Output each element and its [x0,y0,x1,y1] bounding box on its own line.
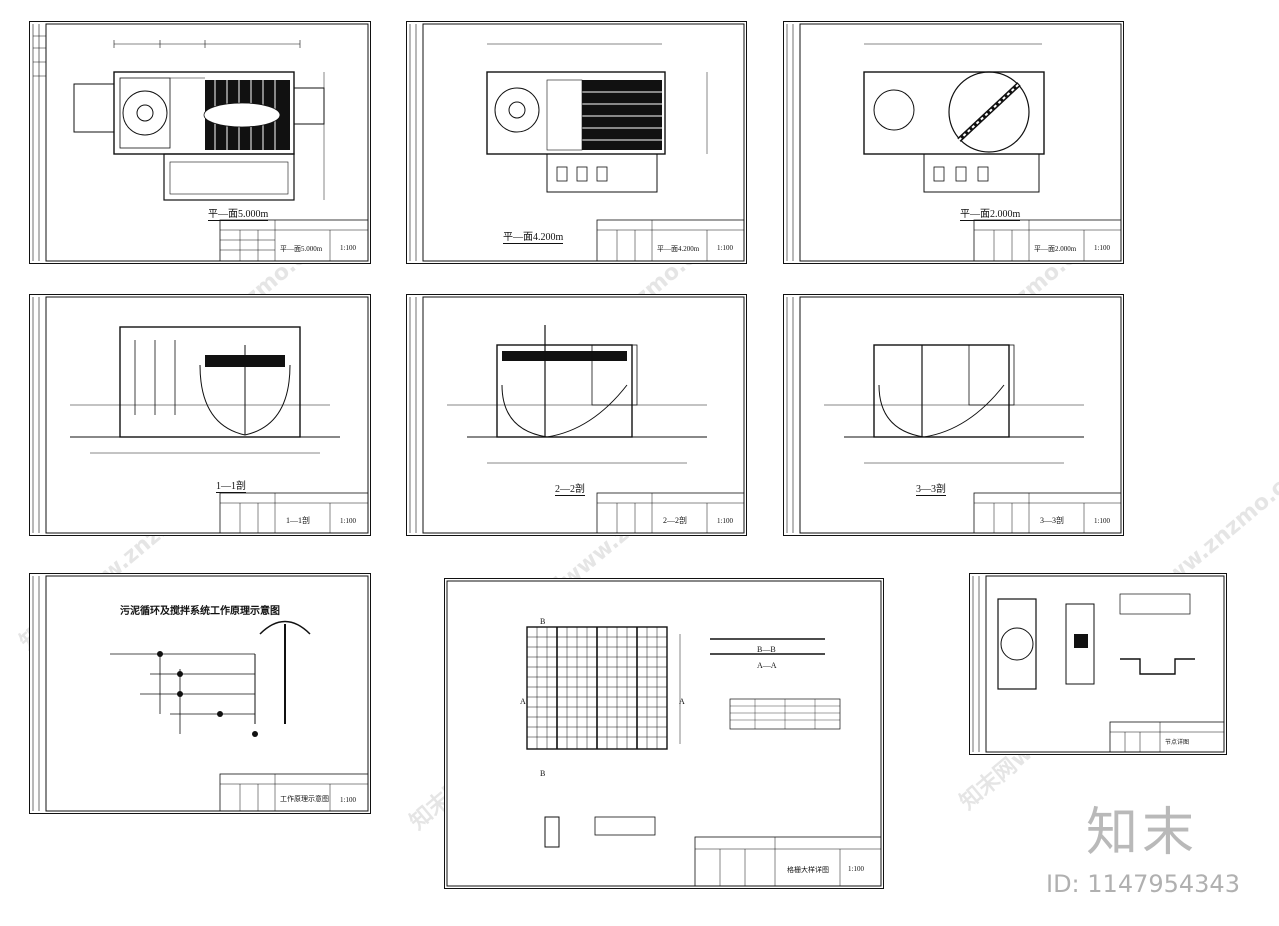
section-3-drawing [786,296,1122,534]
s2-caption: 平—面4.200m [503,228,564,244]
sheet-section-3[interactable]: 3—3剖 3—3剖 1:100 [783,294,1124,536]
s5-caption: 2—2剖 [555,480,585,496]
marker-b-bottom: B [540,769,546,778]
detail-small-drawing [972,575,1225,753]
plan-c-drawing [786,23,1122,262]
sheet-plan-c[interactable]: 平—面2.000m 平—面2.000m 1:100 [783,21,1124,264]
s6-caption: 3—3剖 [916,480,946,496]
s1-caption: 平—面5.000m [208,205,269,221]
plan-a-drawing [32,23,369,262]
s9-tb-title: 节点详图 [1165,740,1190,746]
s5-tb-title: 2—2剖 [663,516,687,525]
s1-tb-scale: 1:100 [340,244,356,252]
s3-caption: 平—面2.000m [960,205,1021,221]
s7-caption: 污泥循环及搅拌系统工作原理示意图 [120,606,280,617]
s2-tb-title: 平—面4.200m [657,245,700,253]
section-2-drawing [409,296,745,534]
s4-caption: 1—1剖 [216,477,246,493]
s3-tb-scale: 1:100 [1094,244,1110,252]
s7-tb-scale: 1:100 [340,796,356,804]
sheet-process[interactable]: 污泥循环及搅拌系统工作原理示意图 工作原理示意图 1:100 [29,573,371,814]
s6-tb-title: 3—3剖 [1040,516,1064,525]
s8-tb-scale: 1:100 [848,865,864,873]
s1-tb-title: 平—面5.000m [280,245,323,253]
s5-tb-scale: 1:100 [717,517,733,525]
sheet-section-2[interactable]: 2—2剖 2—2剖 1:100 [406,294,747,536]
section-1-drawing [32,296,369,534]
marker-aa: A—A [757,661,777,670]
sheet-section-1[interactable]: 1—1剖 1—1剖 1:100 [29,294,371,536]
s8-tb-title: 格栅大样详图 [787,866,829,874]
s4-tb-scale: 1:100 [340,517,356,525]
sheet-plan-b[interactable]: 平—面4.200m 平—面4.200m 1:100 [406,21,747,264]
detail-grid-drawing [446,580,882,887]
marker-b-top: B [540,617,546,626]
sheet-plan-a[interactable]: 平—面5.000m 平—面5.000m 1:100 [29,21,371,264]
s7-tb-title: 工作原理示意图 [280,795,329,803]
s3-tb-title: 平—面2.000m [1034,245,1077,253]
sheet-detail-small[interactable]: 节点详图 [969,573,1227,755]
brand-id: ID: 1147954343 [1046,870,1240,898]
s4-tb-title: 1—1剖 [286,516,310,525]
brand-logo: 知末 [1086,803,1199,863]
marker-a-left: A [520,697,526,706]
s6-tb-scale: 1:100 [1094,517,1110,525]
marker-bb: B—B [757,645,776,654]
plan-b-drawing [409,23,745,262]
marker-a-right: A [679,697,685,706]
s2-tb-scale: 1:100 [717,244,733,252]
process-drawing [32,575,369,812]
sheet-detail-grid[interactable]: A A B B B—B A—A 格栅大样详图 1:100 [444,578,884,889]
